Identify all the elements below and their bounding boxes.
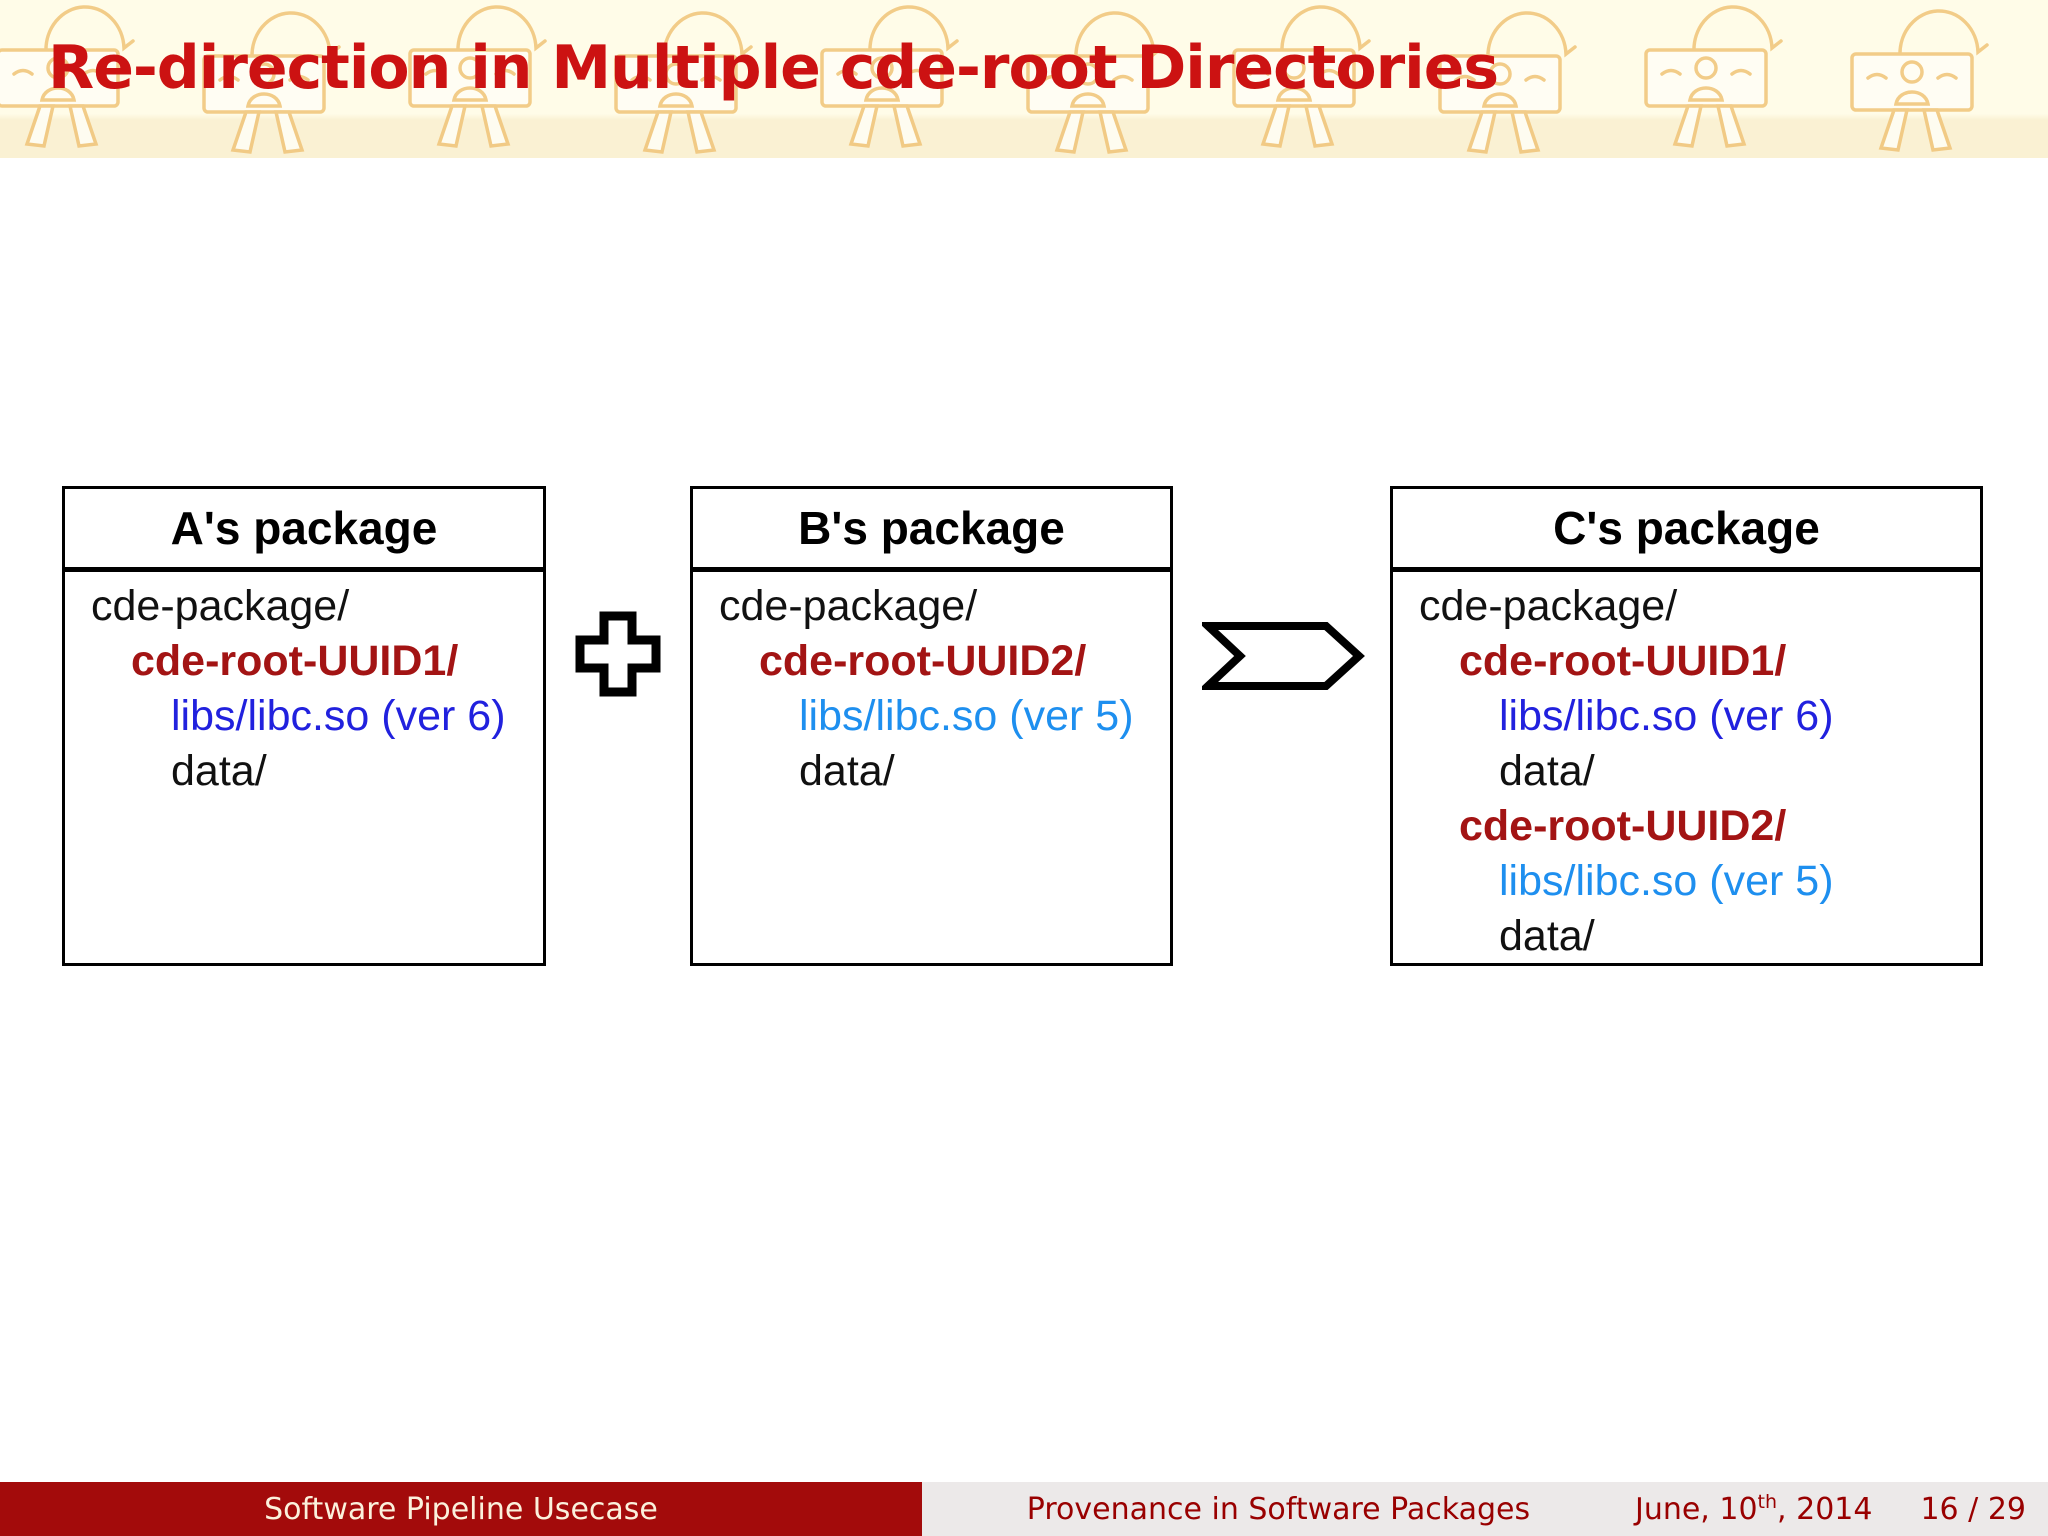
footer-deck-title: Provenance in Software Packages: [1026, 1491, 1531, 1527]
package-contents-a: cde-package/cde-root-UUID1/libs/libc.so …: [65, 572, 543, 799]
package-line: libs/libc.so (ver 6): [1499, 692, 1834, 740]
footer-date-superscript: th: [1757, 1491, 1778, 1513]
package-line: data/: [799, 747, 895, 795]
footer-date-suffix: , 2014: [1777, 1492, 1873, 1527]
package-line: cde-package/: [1419, 582, 1678, 630]
footer-section-title: Software Pipeline Usecase: [0, 1482, 922, 1536]
page-title: Re-direction in Multiple cde-root Direct…: [48, 33, 1499, 103]
slide-header: Re-direction in Multiple cde-root Direct…: [0, 0, 2048, 158]
footer: Software Pipeline Usecase Provenance in …: [0, 1482, 2048, 1536]
footer-right: Provenance in Software Packages June, 10…: [922, 1482, 2048, 1536]
package-box-b: B's package cde-package/cde-root-UUID2/l…: [690, 486, 1173, 966]
footer-date: June, 10th, 2014: [1635, 1491, 1873, 1527]
plus-icon: [574, 610, 662, 703]
package-line: cde-root-UUID1/: [131, 637, 459, 685]
package-line: cde-package/: [91, 582, 350, 630]
package-title-c: C's package: [1393, 489, 1980, 572]
package-line: data/: [1499, 747, 1595, 795]
package-line: libs/libc.so (ver 6): [171, 692, 506, 740]
footer-date-prefix: June, 10: [1634, 1492, 1758, 1527]
package-title-b: B's package: [693, 489, 1170, 572]
package-contents-c: cde-package/cde-root-UUID1/libs/libc.so …: [1393, 572, 1980, 964]
package-line: cde-package/: [719, 582, 978, 630]
package-line: cde-root-UUID2/: [759, 637, 1087, 685]
package-title-a: A's package: [65, 489, 543, 572]
package-line: cde-root-UUID1/: [1459, 637, 1787, 685]
package-line: data/: [1499, 912, 1595, 960]
package-line: data/: [171, 747, 267, 795]
package-line: libs/libc.so (ver 5): [1499, 857, 1834, 905]
footer-page-number: 16 / 29: [1920, 1491, 2026, 1527]
package-box-c: C's package cde-package/cde-root-UUID1/l…: [1390, 486, 1983, 966]
merge-arrow-icon: [1197, 621, 1366, 696]
package-line: libs/libc.so (ver 5): [799, 692, 1134, 740]
package-contents-b: cde-package/cde-root-UUID2/libs/libc.so …: [693, 572, 1170, 799]
package-box-a: A's package cde-package/cde-root-UUID1/l…: [62, 486, 546, 966]
package-line: cde-root-UUID2/: [1459, 802, 1787, 850]
